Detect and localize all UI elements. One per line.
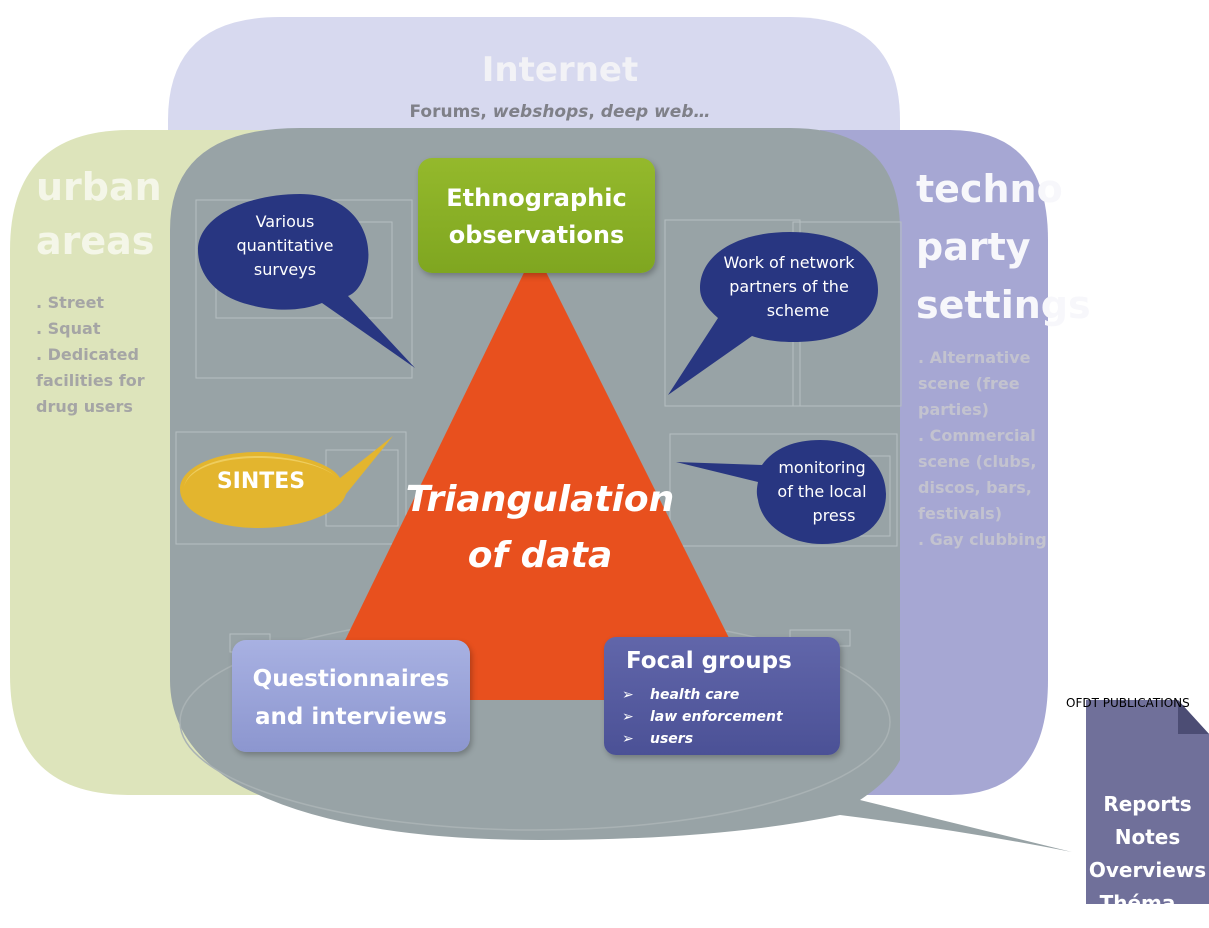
techno-title-line-2: party [916,225,1031,269]
techno-item: parties) [918,400,989,419]
internet-subtitle-deepweb: deep web… [600,102,711,122]
questionnaires-line-2: and interviews [255,704,447,730]
triangulation-line-1: Triangulation [405,479,675,520]
ofdt-item: Overviews [1088,858,1207,882]
urban-areas-title: urban areas [36,160,186,268]
internet-subtitle-separator: , [588,102,601,122]
focal-item-label: law enforcement [650,709,783,725]
surveys-line: Various [255,212,315,231]
surveys-bubble-shape [198,194,415,368]
network-line: Work of network [723,253,855,272]
techno-item: . Alternative [918,348,1031,367]
ethnographic-line-2: observations [448,221,625,249]
techno-party-title: techno party settings [916,160,1091,334]
arrow-bullet-icon: ➢ [622,709,634,725]
focal-item-label: health care [650,687,740,703]
focal-groups-title: Focal groups [626,648,792,674]
techno-party-list: . Alternative scene (free parties) . Com… [918,345,1068,553]
arrow-bullet-icon: ➢ [622,731,634,747]
ethnographic-line-1: Ethnographic [446,184,627,212]
urban-item: drug users [36,397,133,416]
network-bubble-text: Work of network partners of the scheme [700,251,878,323]
techno-item: discos, bars, [918,478,1032,497]
focal-item-label: users [650,731,694,747]
press-bubble-shape [676,440,886,544]
focal-groups-list: ➢ health care ➢ law enforcement ➢ users [622,684,783,750]
urban-areas-list: . Street . Squat . Dedicated facilities … [36,290,176,420]
ofdt-item: Théma… [1099,891,1196,915]
press-bubble-text: monitoring of the local press [758,456,886,528]
network-line: scheme [766,301,830,320]
techno-item: . Commercial [918,426,1036,445]
questionnaires-label: Questionnaires and interviews [232,660,470,736]
ethnographic-observations-box [418,158,655,273]
techno-item: festivals) [918,504,1003,523]
triangulation-triangle [316,250,760,700]
ofdt-item: Reports [1103,792,1192,816]
network-bubble-shape [668,232,878,395]
questionnaires-line-1: Questionnaires [252,666,450,692]
press-line: of the local [777,482,867,501]
focal-groups-box [604,637,840,755]
techno-title-line-1: techno [916,167,1063,211]
ofdt-item: Notes [1114,825,1181,849]
focal-groups-item: ➢ law enforcement [622,706,783,728]
urban-item: facilities for [36,371,145,390]
internet-subtitle-webshops: webshops [492,102,589,122]
internet-subtitle-forums: Forums, [409,102,493,122]
urban-item: . Squat [36,319,101,338]
arrow-bullet-icon: ➢ [622,687,634,703]
triangulation-label: Triangulation of data [380,472,700,584]
surveys-line: quantitative [236,236,334,255]
urban-item: . Street [36,293,105,312]
techno-item: . Gay clubbing [918,530,1047,549]
press-line: monitoring [778,458,866,477]
press-line: press [812,506,856,525]
techno-title-line-3: settings [916,283,1091,327]
surveys-bubble-text: Various quantitative surveys [212,210,358,282]
ethnographic-observations-label: Ethnographic observations [418,180,655,254]
techno-item: scene (free [918,374,1020,393]
surveys-line: surveys [253,260,317,279]
focal-groups-item: ➢ health care [622,684,783,706]
focal-groups-item: ➢ users [622,728,783,750]
urban-title-line-2: areas [36,219,155,263]
sintes-label: SINTES [216,469,306,494]
ofdt-publications-label: OFDT PUBLICATIONS [1066,696,1190,710]
ofdt-publications-list: Reports Notes Overviews Théma… [1086,788,1209,920]
questionnaires-box [232,640,470,752]
ofdt-document-icon [1086,700,1209,904]
internet-subtitle: Forums, webshops, deep web… [300,102,820,122]
urban-title-line-1: urban [36,165,162,209]
urban-item: . Dedicated [36,345,139,364]
network-line: partners of the [729,277,849,296]
triangulation-line-2: of data [467,535,613,576]
internet-title: Internet [481,50,639,90]
techno-item: scene (clubs, [918,452,1037,471]
